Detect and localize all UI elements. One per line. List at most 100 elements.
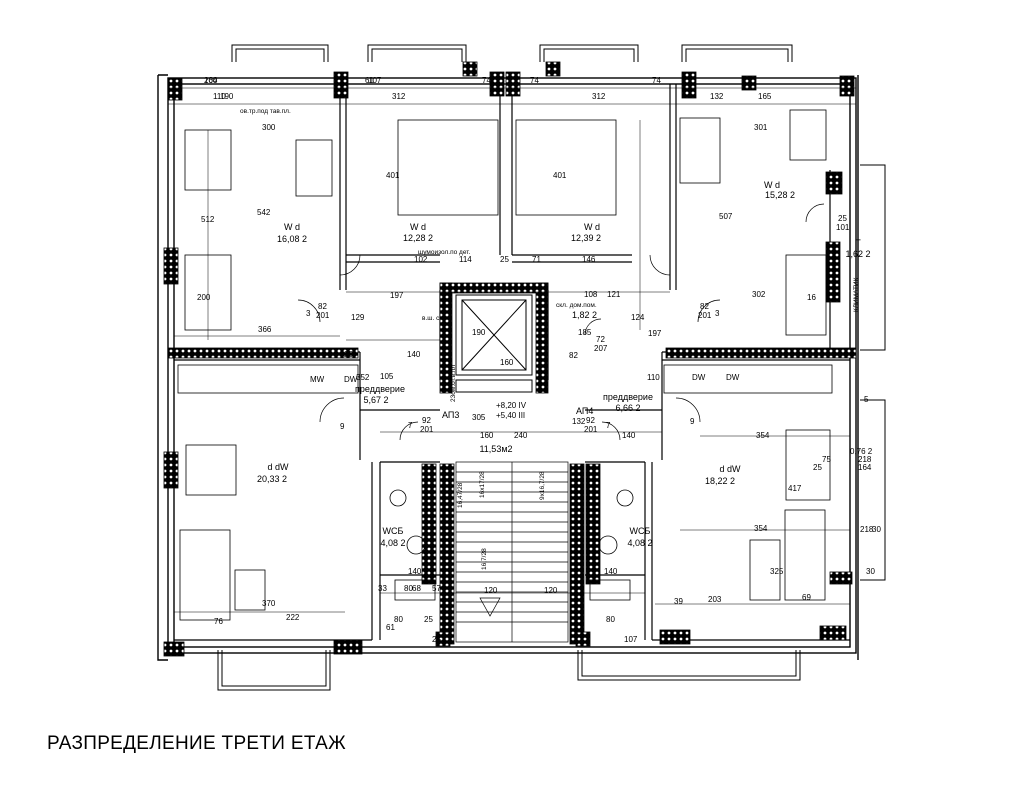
- note-top-left: ов.тр.под тав.пл.: [240, 108, 291, 115]
- dimension-value: 160: [500, 358, 514, 367]
- room-1-area: 16,08 2: [277, 234, 307, 244]
- dimension-value: 512: [201, 215, 215, 224]
- dimension-value: 107: [368, 76, 382, 85]
- dimension-value: 30: [866, 567, 875, 576]
- circle-mark-7-left: 7: [408, 421, 413, 430]
- dimension-value: 25: [424, 615, 433, 624]
- door-storage-height: 207: [594, 344, 608, 353]
- circle-mark-3-right: 3: [715, 309, 720, 318]
- dimension-value: 124: [631, 313, 645, 322]
- dimension-value: 203: [708, 595, 722, 604]
- apartment-left: АП3: [442, 410, 459, 420]
- dimension-value: 305: [472, 413, 486, 422]
- dimension-value: 76: [214, 617, 223, 626]
- window-bays: [217, 44, 886, 691]
- elevator-shaft: [455, 294, 533, 393]
- stair-area: 11,53м2: [479, 444, 512, 454]
- dimension-value: 80: [606, 615, 615, 624]
- door-hall-left-height: 201: [420, 425, 434, 434]
- hall-right-area: 6,66 2: [615, 403, 640, 413]
- dimension-value: 114: [459, 255, 472, 264]
- dimension-value: 74: [482, 76, 491, 85]
- room-1-code: W d: [284, 222, 300, 232]
- living-right-area: 18,22 2: [705, 476, 735, 486]
- dimension-value: 401: [553, 171, 567, 180]
- dimension-value: 197: [648, 329, 662, 338]
- dimension-value: 61: [386, 623, 395, 632]
- balcony-area: 0,76 2: [850, 447, 873, 456]
- room-4-code: W d: [764, 180, 780, 190]
- hall-right-code: преддверие: [603, 392, 653, 402]
- door-hall-right-width: 92: [586, 416, 595, 425]
- structural-columns: [163, 61, 857, 657]
- dimension-value: 16: [807, 293, 816, 302]
- labels: W d 16,08 2 W d 12,28 2 W d 12,39 2 W d …: [197, 76, 881, 644]
- dimension-value: 140: [407, 350, 421, 359]
- circle-mark-9-left: 9: [340, 422, 345, 431]
- wc-left-area: 4,08 2: [380, 538, 405, 548]
- dimension-value: 160: [480, 431, 494, 440]
- door-right-height: 201: [698, 311, 712, 320]
- dimension-value: 301: [754, 123, 768, 132]
- room-4-area: 15,28 2: [765, 190, 795, 200]
- dimension-value: 30: [872, 525, 881, 534]
- dimension-lines: [168, 87, 856, 613]
- dimension-value: 74: [652, 76, 661, 85]
- dimension-value: 140: [408, 567, 422, 576]
- dimension-value: 370: [262, 599, 276, 608]
- dimension-value: 190: [472, 328, 486, 337]
- dimension-value: 80: [404, 584, 413, 593]
- dimension-value: 401: [386, 171, 400, 180]
- dimension-value: 222: [286, 613, 300, 622]
- dimension-value: 218: [858, 455, 872, 464]
- dimension-value: 132: [572, 417, 586, 426]
- dimension-value: 5: [864, 395, 869, 404]
- dimension-value: 57: [432, 584, 441, 593]
- dimension-value: 197: [390, 291, 404, 300]
- dimension-value: 25: [838, 214, 847, 223]
- dimension-value: 69: [802, 593, 811, 602]
- kitchen-left-dw: DW: [344, 375, 358, 384]
- dimension-value: 366: [258, 325, 272, 334]
- hall-left-area: 5,67 2: [363, 395, 388, 405]
- dimension-value: 417: [788, 484, 802, 493]
- stair-left-flight: 16x17/28: [479, 471, 486, 498]
- dimension-value: 164: [858, 463, 872, 472]
- dimension-value: 218: [860, 525, 874, 534]
- room-2-area: 12,28 2: [403, 233, 433, 243]
- door-hall-right-height: 201: [584, 425, 598, 434]
- dimension-value: 140: [622, 431, 636, 440]
- door-swings: [297, 203, 825, 441]
- note-shaft: в.ш. скл: [422, 315, 446, 322]
- dimension-value: 120: [544, 586, 558, 595]
- door-right-width: 82: [700, 302, 709, 311]
- door-storage-width: 72: [596, 335, 605, 344]
- living-left-code: d dW: [267, 462, 289, 472]
- door-left-width: 82: [318, 302, 327, 311]
- apartment-right: АП4: [576, 406, 593, 416]
- dimension-value: 300: [262, 123, 276, 132]
- dimension-value: 129: [351, 313, 365, 322]
- dimension-value: 354: [756, 431, 770, 440]
- dimension-value: 185: [578, 328, 592, 337]
- dimension-value: 74: [530, 76, 539, 85]
- dimension-value: 140: [604, 567, 618, 576]
- dimension-value: 110: [213, 92, 226, 101]
- dimension-value: 352: [356, 373, 370, 382]
- dimension-value: 164: [204, 76, 218, 85]
- terrace-code: T: [855, 238, 861, 248]
- dimension-value: 132: [710, 92, 724, 101]
- circle-mark-7-right: 7: [606, 421, 611, 430]
- plan-caption: РАЗПРЕДЕЛЕНИЕ ТРЕТИ ЕТАЖ: [47, 733, 346, 754]
- dimension-value: 68: [412, 584, 421, 593]
- dimension-value: 200: [204, 76, 218, 85]
- room-3-code: W d: [584, 222, 600, 232]
- dimension-value: 302: [752, 290, 766, 299]
- stair-mid-b: 16,7/28: [481, 548, 488, 570]
- dimension-value: 33: [378, 584, 387, 593]
- dimension-value: 25: [432, 635, 441, 644]
- wc-left-code: WCБ: [383, 526, 404, 536]
- dimension-value: 80: [394, 615, 403, 624]
